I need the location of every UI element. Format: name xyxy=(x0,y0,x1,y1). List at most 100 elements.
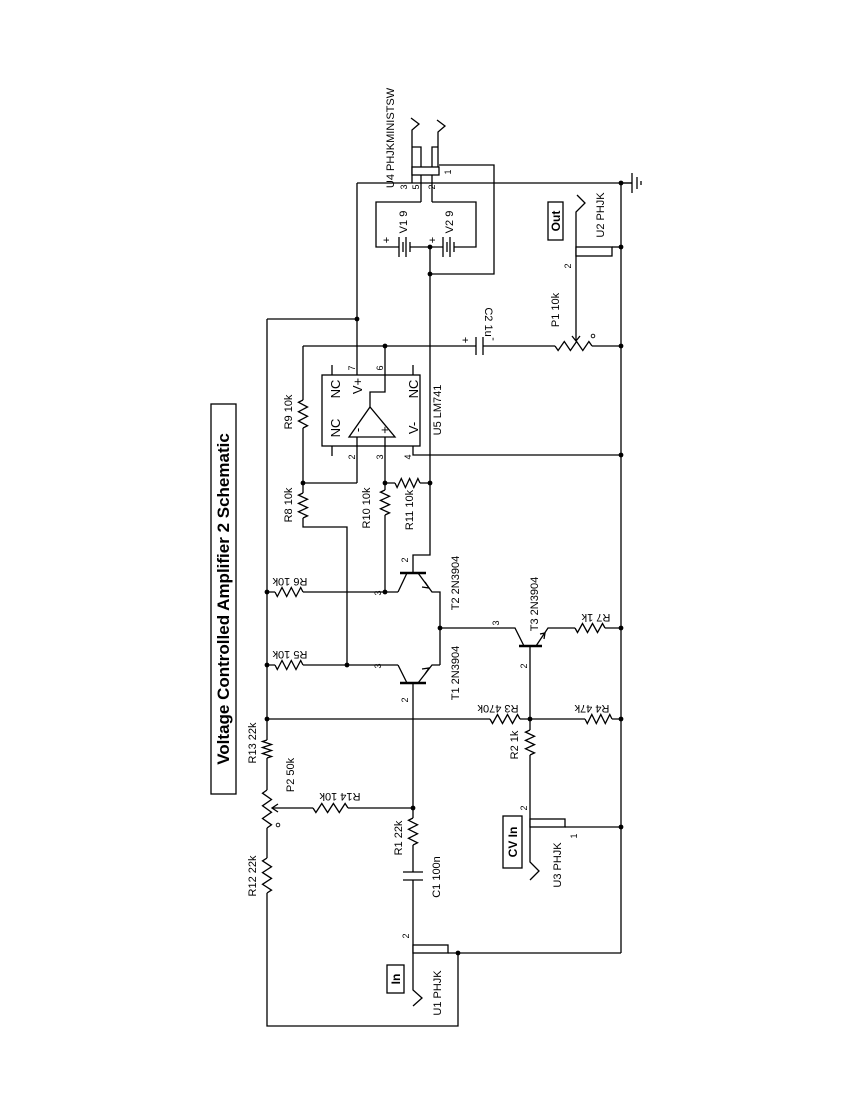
t1-pin-2: 2 xyxy=(400,697,410,702)
r13-resistor-icon xyxy=(260,739,274,759)
cv-bias-network: R3 470k R4 47k R2 1k xyxy=(267,702,621,759)
r5-resistor-icon xyxy=(274,659,304,671)
in-connector-box xyxy=(386,964,405,994)
c2-minus-mark: - xyxy=(487,337,499,341)
junction xyxy=(618,824,624,830)
junction xyxy=(300,480,306,486)
opamp-noninverting-mark: + xyxy=(377,426,392,434)
cv-in-connector-label: CV In xyxy=(506,827,520,858)
r14-label: R14 10k xyxy=(319,790,360,802)
junction xyxy=(427,480,433,486)
t3-label: T3 2N3904 xyxy=(529,577,541,631)
u3-label: U3 PHJK xyxy=(552,842,564,888)
junction xyxy=(382,343,388,349)
left-rail xyxy=(266,319,459,1027)
r4-label: R4 47k xyxy=(574,702,609,714)
u2-output-jack: Out U2 PHJK 2 xyxy=(547,192,621,341)
p2-label: P2 50k xyxy=(285,757,297,792)
title-block: Voltage Controlled Amplifier 2 Schematic xyxy=(210,403,237,795)
v2-label: V2 9 xyxy=(444,211,456,234)
junction xyxy=(264,662,270,668)
vminus-rail xyxy=(412,446,621,456)
r11-label: R11 10k xyxy=(404,489,416,530)
u5-pin-2: 2 xyxy=(347,454,357,459)
r7-resistor-icon xyxy=(574,622,606,634)
t3-pin-2: 2 xyxy=(519,663,529,668)
p2-wiper-arrow-icon xyxy=(270,803,279,813)
opamp-nc-bottom-left: NC xyxy=(328,419,343,438)
r12-resistor-icon xyxy=(261,857,273,894)
t3-transistor-icon: T3 2N3904 3 2 xyxy=(440,577,621,881)
u5-opamp: NC V+ NC NC V- - + U5 LM741 7 6 2 3 4 xyxy=(321,346,444,490)
u3-pin-2: 2 xyxy=(519,805,529,810)
r14-resistor-icon xyxy=(312,802,349,814)
v2-battery-icon xyxy=(442,237,455,257)
r6-resistor-icon xyxy=(274,586,304,598)
r8-label: R8 10k xyxy=(283,487,295,522)
junction xyxy=(354,316,360,322)
output-network: C2 1u + - P1 10k Out U2 PHJK 2 xyxy=(303,192,621,355)
r6-label: R6 10k xyxy=(272,575,307,587)
out-connector-box xyxy=(547,201,564,241)
r3-label: R3 470k xyxy=(477,702,518,714)
u3-pin-1: 1 xyxy=(569,833,579,838)
junction xyxy=(382,480,388,486)
junction xyxy=(618,452,624,458)
c2-plus-mark: + xyxy=(460,337,472,343)
r2-resistor-icon xyxy=(523,729,537,756)
junction xyxy=(264,589,270,595)
t1-transistor-icon: T1 2N3904 3 2 xyxy=(373,646,462,703)
t2-pin-3: 3 xyxy=(373,590,383,595)
input-divider: R13 22k P2 50k R14 10k R12 22k xyxy=(247,722,413,896)
r12-label: R12 22k xyxy=(247,855,259,896)
opamp-vplus: V+ xyxy=(350,378,365,394)
v2-plus-mark: + xyxy=(427,237,439,243)
opamp-triangle-icon xyxy=(347,405,397,438)
p1-dot xyxy=(590,333,596,339)
junction xyxy=(344,662,350,668)
feedback-network: R9 10k R8 10k R10 10k R11 10k xyxy=(283,346,430,665)
u5-pin-3: 3 xyxy=(375,454,385,459)
u4-pin-1: 1 xyxy=(443,169,453,174)
p2-dot xyxy=(275,822,281,828)
junction xyxy=(427,271,433,277)
opamp-nc-top-right: NC xyxy=(406,380,421,399)
input-path: R1 22k C1 100n In U1 PHJK 2 xyxy=(386,683,449,1016)
u5-label: U5 LM741 xyxy=(432,385,444,436)
v1-plus-mark: + xyxy=(381,237,393,243)
r9-resistor-icon xyxy=(297,399,309,429)
r2-label: R2 1k xyxy=(509,730,521,759)
c1-label: C1 100n xyxy=(431,856,443,898)
cv-in-connector-box xyxy=(502,815,523,869)
u4-pin-5: 5 xyxy=(411,184,421,189)
junction xyxy=(410,805,416,811)
u2-label: U2 PHJK xyxy=(595,192,607,238)
t2-transistor-icon: T2 2N3904 3 2 xyxy=(373,556,462,665)
p1-potentiometer-icon xyxy=(554,340,593,352)
u4-switched-jack: U4 PHJKMINISTSW 3 5 2 1 xyxy=(385,87,495,275)
opamp-vminus: V- xyxy=(406,422,421,434)
out-connector-label: Out xyxy=(549,211,563,232)
in-connector-label: In xyxy=(389,974,403,985)
junction xyxy=(618,625,624,631)
p1-label: P1 10k xyxy=(550,292,562,327)
u3-cv-jack: CV In U3 PHJK 2 1 xyxy=(502,805,621,888)
battery-pack: V1 9 V2 9 + + xyxy=(375,201,477,257)
junction xyxy=(264,716,270,722)
r7-label: R7 1k xyxy=(581,611,610,623)
opamp-inverting-mark: - xyxy=(350,428,365,432)
r3-resistor-icon xyxy=(489,713,521,725)
junction xyxy=(618,180,624,186)
v1-label: V1 9 xyxy=(398,211,410,234)
u5-pin-4: 4 xyxy=(403,454,413,459)
u5-pin-7: 7 xyxy=(347,365,357,370)
r8-resistor-icon xyxy=(296,492,310,519)
t1-label: T1 2N3904 xyxy=(450,646,462,700)
r1-label: R1 22k xyxy=(393,820,405,855)
r10-resistor-icon xyxy=(378,489,392,516)
u5-pin-6: 6 xyxy=(375,365,385,370)
r5-label: R5 10k xyxy=(272,648,307,660)
u4-pin-2: 2 xyxy=(427,184,437,189)
title-frame xyxy=(210,403,237,795)
